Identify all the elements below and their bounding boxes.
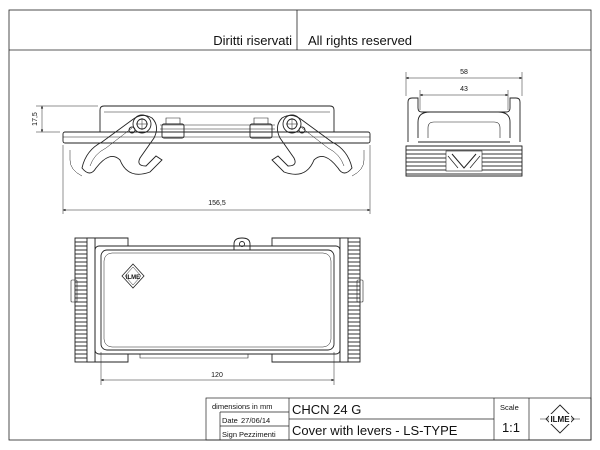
header-right-text: All rights reserved xyxy=(308,33,412,48)
end-dimensions xyxy=(405,72,523,110)
top-view xyxy=(70,237,364,363)
ilme-logo: ILME xyxy=(540,404,580,434)
dim-side-height: 17,5 xyxy=(32,112,39,126)
date-label: Date xyxy=(222,416,238,425)
title-block xyxy=(205,397,592,441)
side-view xyxy=(62,105,371,177)
sheet-border xyxy=(8,9,592,441)
part-description: Cover with levers - LS-TYPE xyxy=(292,423,458,438)
dim-side-width: 156,5 xyxy=(208,200,226,207)
pieces-label: Pezzimenti xyxy=(239,430,276,439)
date-value: 27/06/14 xyxy=(241,416,270,425)
part-code: CHCN 24 G xyxy=(292,402,361,417)
scale-value: 1:1 xyxy=(502,420,520,435)
units-label: dimensions in mm xyxy=(212,402,272,411)
ilme-logo-text: ILME xyxy=(550,415,570,424)
dim-end-outer: 58 xyxy=(460,69,468,76)
top-view-logo-text: ILME xyxy=(126,275,140,281)
top-dimensions xyxy=(100,352,335,385)
sign-label: Sign xyxy=(222,430,237,439)
dim-top-width: 120 xyxy=(211,372,223,379)
top-view-logo: ILME xyxy=(121,263,145,289)
scale-label: Scale xyxy=(500,403,519,412)
side-dimensions xyxy=(36,105,371,214)
end-view xyxy=(405,97,523,177)
dim-end-inner: 43 xyxy=(460,86,468,93)
header-left-text: Diritti riservati xyxy=(213,33,292,48)
